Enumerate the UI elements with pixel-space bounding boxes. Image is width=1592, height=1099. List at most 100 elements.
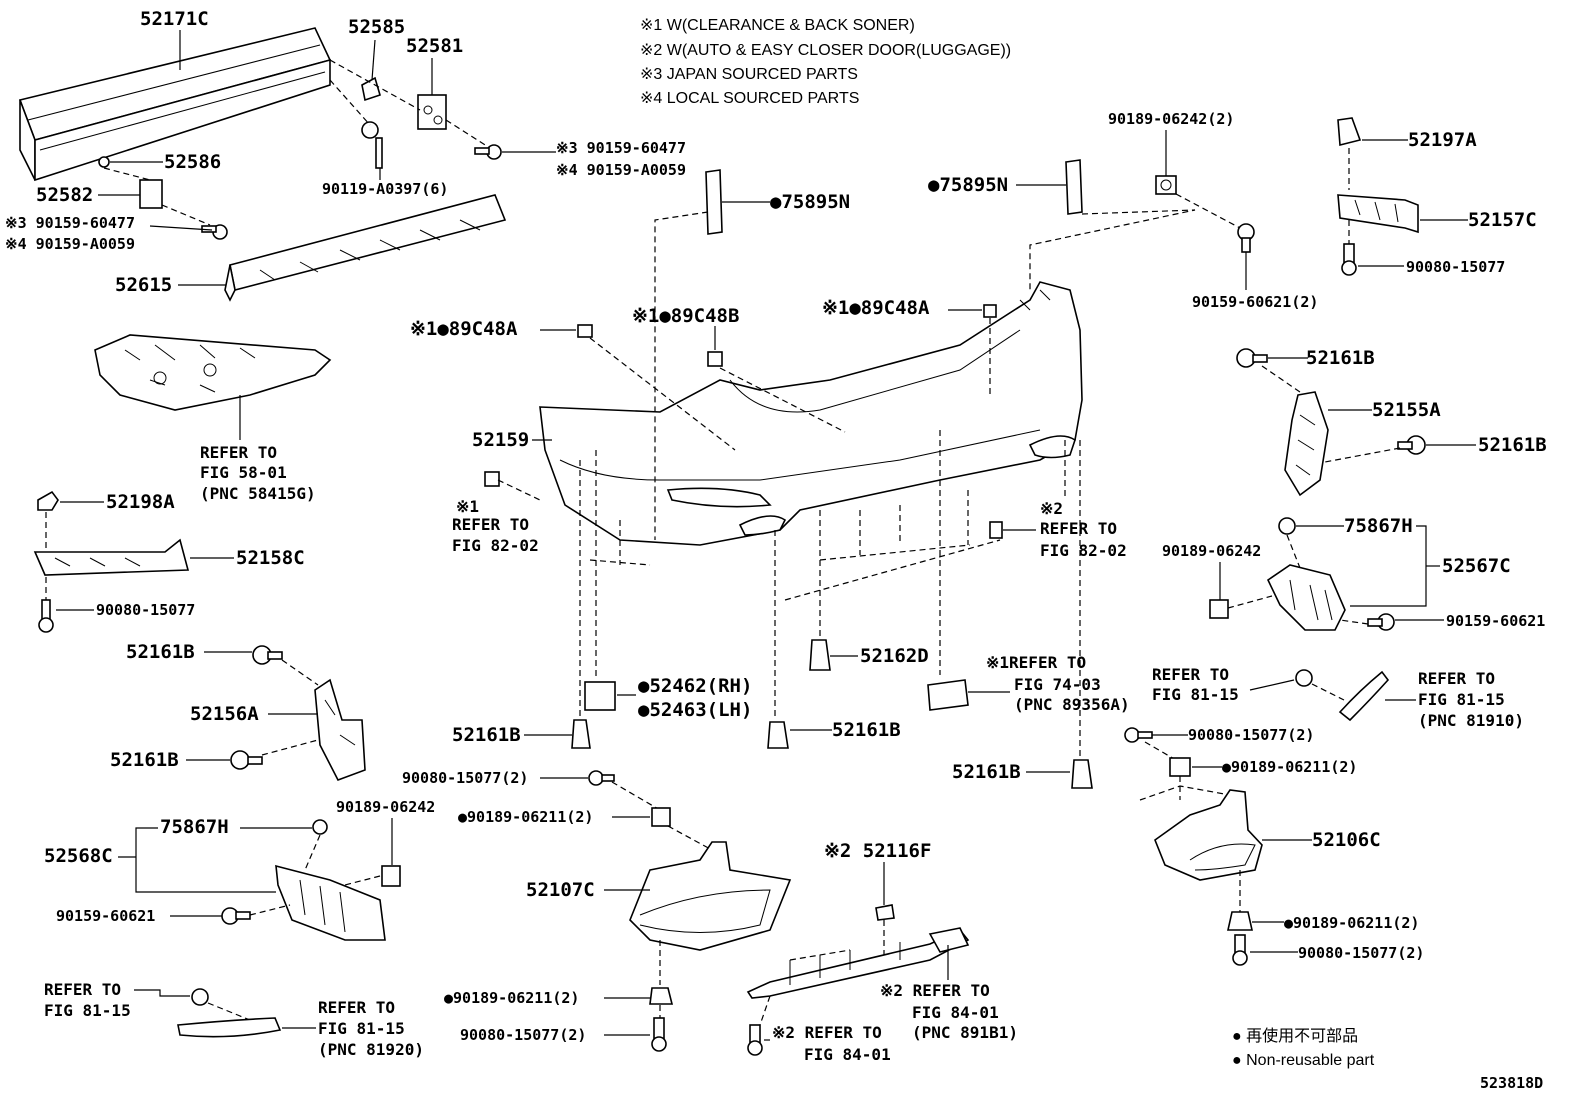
cover-52462-52463[interactable] <box>584 681 616 711</box>
label-90159-60621-2: 90159-60621(2) <box>1192 293 1318 311</box>
bolt-90119-A0397[interactable] <box>361 121 383 169</box>
bracket-52107C[interactable] <box>629 841 792 951</box>
bolt-90080-15077-left[interactable] <box>38 599 54 633</box>
label-90189-06242-left: 90189-06242 <box>336 798 435 816</box>
bracket-89C48A-left[interactable] <box>577 324 593 338</box>
bolt-90080-15077-right[interactable] <box>1341 243 1357 276</box>
retainer-52197A[interactable] <box>1337 117 1362 147</box>
reinforcement-52171C[interactable] <box>18 27 332 182</box>
reflector-81910[interactable] <box>1338 670 1390 722</box>
bracket-52156A[interactable] <box>314 678 366 781</box>
clip-52586[interactable] <box>98 156 110 168</box>
bracket-52581[interactable] <box>417 94 447 130</box>
bolt-90159-60477-left[interactable] <box>201 224 228 240</box>
clip-reflector-left[interactable] <box>191 988 209 1006</box>
label-90189-06211-2-a: ●90189-06211(2) <box>458 808 593 826</box>
undercover[interactable] <box>94 334 332 411</box>
bolt-90080-15077-b[interactable] <box>651 1017 667 1052</box>
label-52157C: 52157C <box>1468 209 1537 231</box>
bolt-90080-15077-d[interactable] <box>1232 934 1248 966</box>
clip-52162D[interactable] <box>809 639 831 671</box>
label-89C48B: ※1●89C48B <box>632 305 739 327</box>
label-52161B-f: 52161B <box>1306 347 1375 369</box>
reflector-81920[interactable] <box>177 1017 282 1038</box>
support-52158C[interactable] <box>33 538 190 576</box>
label-90080-15077-2-b: 90080-15077(2) <box>460 1026 586 1044</box>
nut-75867H-right[interactable] <box>1278 517 1296 535</box>
label-4-90159-A0059-left: ※4 90159-A0059 <box>5 235 135 253</box>
nut-90189-06211-d[interactable] <box>1227 911 1253 931</box>
notes-block: ※1 W(CLEARANCE & BACK SONER) ※2 W(AUTO &… <box>640 17 1011 107</box>
label-3-90159-60477-top: ※3 90159-60477 <box>556 139 686 157</box>
label-52567C: 52567C <box>1442 555 1511 577</box>
nut-90189-06242-right[interactable] <box>1209 599 1229 619</box>
clip-52161B-g[interactable] <box>1397 435 1426 455</box>
label-52159: 52159 <box>472 429 529 451</box>
label-52161B-a: 52161B <box>126 641 195 663</box>
refer-84-a-line-3: (PNC 891B1) <box>912 1023 1018 1042</box>
refer-82-b-line-3: FIG 82-02 <box>1040 541 1127 560</box>
clip-52585[interactable] <box>361 76 381 102</box>
bracket-52155A[interactable] <box>1284 391 1329 497</box>
label-52582: 52582 <box>36 184 93 206</box>
note-1: ※1 W(CLEARANCE & BACK SONER) <box>640 17 915 34</box>
label-52156A: 52156A <box>190 703 259 725</box>
refer-58-line-3: (PNC 58415G) <box>200 484 316 503</box>
absorber-52615[interactable] <box>224 194 507 302</box>
clip-52161B-b[interactable] <box>230 750 263 770</box>
refer-84-b-line-2: FIG 84-01 <box>804 1045 891 1064</box>
nut-90189-06211-b[interactable] <box>649 987 674 1005</box>
label-52171C: 52171C <box>140 8 209 30</box>
bolt-90159-60621-right[interactable] <box>1367 613 1395 631</box>
bumper-cover-52159[interactable] <box>539 281 1083 546</box>
nut-90189-06211-c[interactable] <box>1169 757 1191 777</box>
clip-52161B-d[interactable] <box>767 721 789 749</box>
label-52198A: 52198A <box>106 491 175 513</box>
refer-81910-line-2: FIG 81-15 <box>1418 690 1505 709</box>
bracket-52567C[interactable] <box>1266 564 1346 631</box>
clip-reflector-right[interactable] <box>1295 669 1313 687</box>
clip-52161B-f[interactable] <box>1236 348 1268 368</box>
label-90189-06242-right: 90189-06242 <box>1162 542 1261 560</box>
tape-75895N-left[interactable] <box>705 169 723 235</box>
label-52158C: 52158C <box>236 547 305 569</box>
nut-90189-06242-2[interactable] <box>1155 175 1177 195</box>
bracket-52568C[interactable] <box>275 864 386 941</box>
label-90189-06211-2-d: ●90189-06211(2) <box>1284 914 1419 932</box>
label-90189-06211-2-b: ●90189-06211(2) <box>444 989 579 1007</box>
bolt-90159-60477-top[interactable] <box>474 144 502 160</box>
label-90119-A0397: 90119-A0397(6) <box>322 180 448 198</box>
nut-90189-06211-a[interactable] <box>651 807 671 827</box>
bracket-89C48B[interactable] <box>707 351 723 367</box>
figure-id: 523818D <box>1480 1074 1543 1092</box>
bracket-52106C[interactable] <box>1154 789 1263 881</box>
wire-harness[interactable] <box>746 927 970 999</box>
legend-japanese: ● 再使用不可部品 <box>1232 1027 1358 1045</box>
nut-90189-06242-left[interactable] <box>381 865 401 887</box>
bracket-89C48A-right[interactable] <box>983 304 997 318</box>
bolt-90159-60621-left[interactable] <box>221 907 251 925</box>
bolt-90159-60621-2[interactable] <box>1237 223 1255 253</box>
label-90080-15077-2-c: 90080-15077(2) <box>1188 726 1314 744</box>
label-52155A: 52155A <box>1372 399 1441 421</box>
sensor-holder-right[interactable] <box>989 521 1003 539</box>
refer-82-b-line-2: REFER TO <box>1040 519 1117 538</box>
retainer-52198A[interactable] <box>37 490 59 511</box>
sensor-holder-left[interactable] <box>484 471 500 487</box>
bracket-52582[interactable] <box>139 179 163 209</box>
clip-52161B-a[interactable] <box>252 645 283 665</box>
nut-75867H-left[interactable] <box>312 819 328 835</box>
note-4: ※4 LOCAL SOURCED PARTS <box>640 90 859 107</box>
bolt-harness[interactable] <box>747 1024 763 1056</box>
support-52157C[interactable] <box>1337 194 1419 234</box>
tape-75895N-right[interactable] <box>1065 159 1083 215</box>
refer-81920-line-3: (PNC 81920) <box>318 1040 424 1059</box>
clip-52161B-e[interactable] <box>1071 759 1093 789</box>
plate-89356A[interactable] <box>927 679 969 711</box>
bolt-90080-15077-a[interactable] <box>588 770 615 786</box>
label-90159-60621-right: 90159-60621 <box>1446 612 1545 630</box>
clamp-52116F[interactable] <box>875 904 895 921</box>
clip-52161B-c[interactable] <box>571 719 591 749</box>
bolt-90080-15077-c[interactable] <box>1124 727 1153 743</box>
